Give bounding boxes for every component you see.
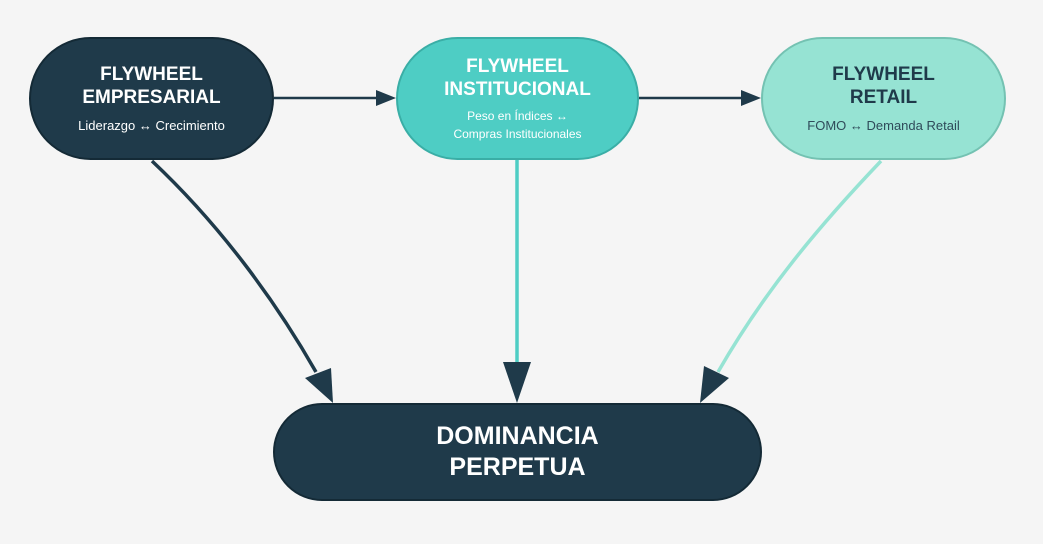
node-subtitle: Liderazgo ↔ Crecimiento xyxy=(78,117,225,133)
node-subtitle: FOMO ↔ Demanda Retail xyxy=(807,117,960,133)
edge-empresarial-to-dominancia xyxy=(150,159,333,403)
edge-empresarial-to-institucional xyxy=(274,90,396,106)
arrowhead-icon xyxy=(741,90,761,106)
node-flywheel-institucional: FLYWHEEL INSTITUCIONAL Peso en Índices ↔… xyxy=(396,37,639,160)
edge-institucional-to-retail xyxy=(639,90,761,106)
node-flywheel-retail: FLYWHEEL RETAIL FOMO ↔ Demanda Retail xyxy=(761,37,1006,160)
arrowhead-icon xyxy=(376,90,396,106)
arrowhead-icon xyxy=(305,368,333,403)
arrowhead-icon xyxy=(700,366,729,403)
node-flywheel-empresarial: FLYWHEEL EMPRESARIAL Liderazgo ↔ Crecimi… xyxy=(29,37,274,160)
arrowhead-icon xyxy=(503,362,531,403)
node-title: FLYWHEEL INSTITUCIONAL xyxy=(444,55,591,100)
node-title: DOMINANCIA PERPETUA xyxy=(436,422,599,481)
node-dominancia-perpetua: DOMINANCIA PERPETUA xyxy=(273,403,762,501)
node-subtitle: Peso en Índices ↔ Compras Institucionale… xyxy=(453,108,582,141)
node-title: FLYWHEEL RETAIL xyxy=(832,63,935,108)
node-title: FLYWHEEL EMPRESARIAL xyxy=(82,63,221,108)
edge-retail-to-dominancia xyxy=(700,159,883,403)
edge-institucional-to-dominancia xyxy=(503,160,531,403)
